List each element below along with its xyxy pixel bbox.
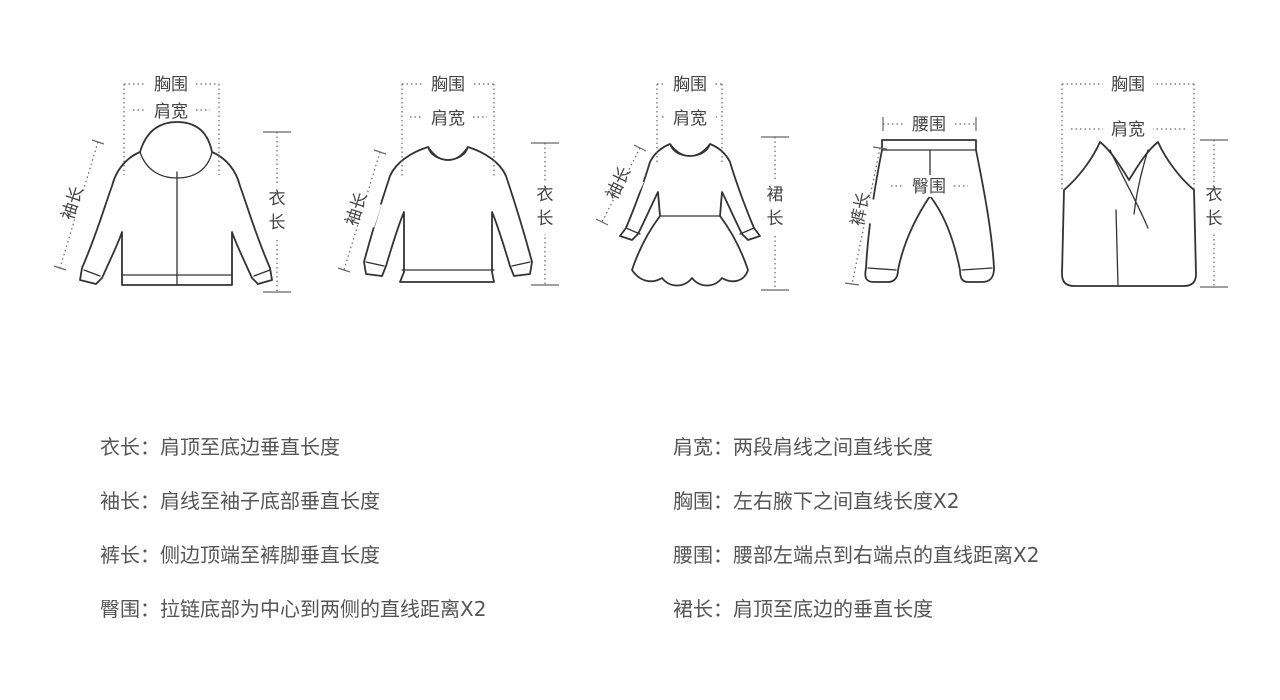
legend-term: 胸围： [673,488,733,513]
garment-size-diagram: 胸围 肩宽 袖长 衣 长 胸围 肩宽 袖长 [46,73,1228,293]
legend-desc: 侧边顶端至裤脚垂直长度 [160,542,380,567]
vest-shape [1061,141,1197,287]
legend-term: 腰围： [673,542,733,567]
pants-figure: 腰围 臀围 裤长 [835,113,995,286]
sweater-length-label-1: 衣 [537,185,554,205]
dress-shape [619,143,761,287]
legend-desc: 肩线至袖子底部垂直长度 [160,488,380,513]
legend-desc: 两段肩线之间直线长度 [733,434,933,459]
legend-item: 裙长： 肩顶至底边的垂直长度 [673,580,1273,634]
legend-item: 腰围： 腰部左端点到右端点的直线距离X2 [673,526,1273,580]
legend-item: 衣长： 肩顶至底边垂直长度 [100,418,700,472]
vest-figure: 胸围 肩宽 衣 长 [1061,73,1228,288]
legend-left-column: 衣长： 肩顶至底边垂直长度 袖长： 肩线至袖子底部垂直长度 裤长： 侧边顶端至裤… [100,418,700,634]
legend-term: 肩宽： [673,434,733,459]
legend-desc: 左右腋下之间直线长度X2 [733,488,960,513]
legend-right-column: 肩宽： 两段肩线之间直线长度 胸围： 左右腋下之间直线长度X2 腰围： 腰部左端… [673,418,1273,634]
pants-waist-label: 腰围 [912,115,946,135]
sweater-shoulder-label: 肩宽 [431,109,465,129]
dress-figure: 胸围 肩宽 袖长 裙 长 [592,73,789,291]
legend-term: 衣长： [100,434,160,459]
pants-hip-label: 臀围 [912,177,946,197]
legend-desc: 腰部左端点到右端点的直线距离X2 [733,542,1040,567]
dress-bust-label: 胸围 [673,75,707,95]
vest-bust-label: 胸围 [1111,75,1145,95]
legend-term: 裙长： [673,596,733,621]
legend-item: 臀围： 拉链底部为中心到两侧的直线距离X2 [100,580,700,634]
legend-desc: 拉链底部为中心到两侧的直线距离X2 [160,596,487,621]
legend-term: 袖长： [100,488,160,513]
vest-length-label-1: 衣 [1206,185,1223,205]
legend-desc: 肩顶至底边的垂直长度 [733,596,933,621]
vest-length-label-2: 长 [1206,209,1223,229]
sweater-bust-label: 胸围 [431,75,465,95]
hoodie-figure: 胸围 肩宽 袖长 衣 长 [46,73,291,293]
legend-item: 胸围： 左右腋下之间直线长度X2 [673,472,1273,526]
hoodie-shape [79,121,273,286]
dress-shoulder-label: 肩宽 [673,109,707,129]
hoodie-length-label-1: 衣 [269,189,286,209]
hoodie-length-label-2: 长 [269,213,286,233]
vest-shoulder-label: 肩宽 [1111,120,1145,140]
sweater-shape [363,146,533,283]
legend-item: 裤长： 侧边顶端至裤脚垂直长度 [100,526,700,580]
sweater-length-label-2: 长 [537,209,554,229]
legend-item: 肩宽： 两段肩线之间直线长度 [673,418,1273,472]
dress-length-label-1: 裙 [767,185,784,205]
hoodie-bust-label: 胸围 [154,75,188,95]
dress-length-label-2: 长 [767,209,784,229]
sweater-figure: 胸围 肩宽 袖长 衣 长 [330,73,559,286]
legend-item: 袖长： 肩线至袖子底部垂直长度 [100,472,700,526]
legend-term: 裤长： [100,542,160,567]
hoodie-shoulder-label: 肩宽 [154,102,188,122]
legend-term: 臀围： [100,596,160,621]
legend-desc: 肩顶至底边垂直长度 [160,434,340,459]
